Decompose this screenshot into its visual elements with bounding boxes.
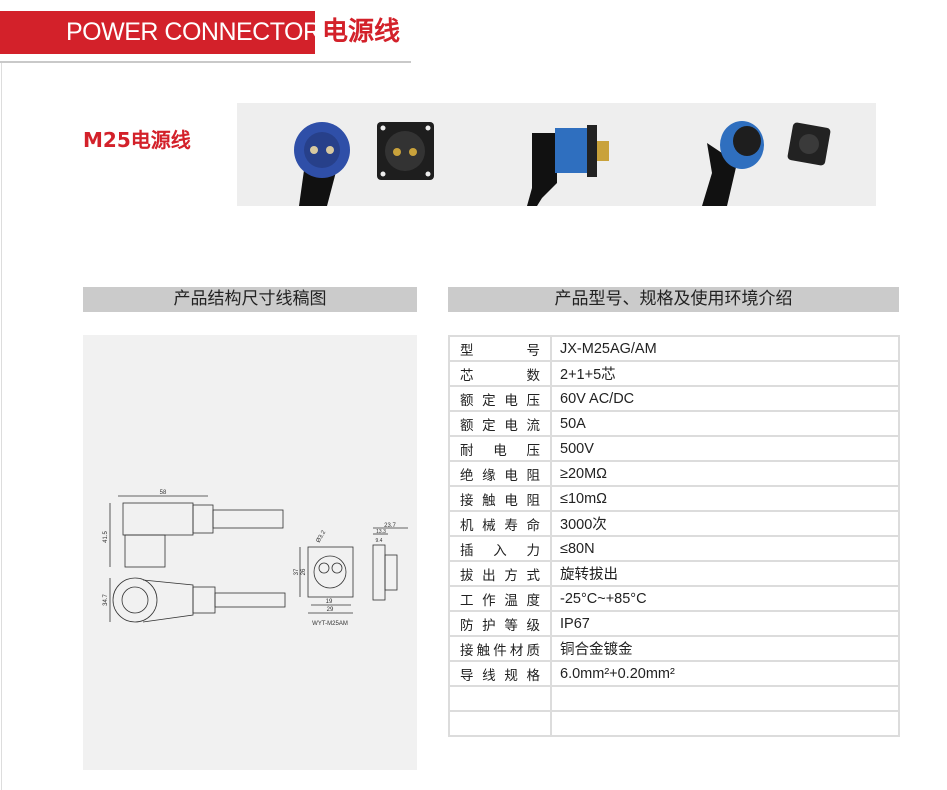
header-title-en: POWER CONNECTOR (66, 18, 321, 46)
dim-flange-inner: 26 (301, 568, 307, 575)
flange-view-drawing: 19 29 37 26 Ø3.2 WYT-M25AM (294, 529, 354, 627)
spec-label: 接触件材质 (448, 635, 552, 662)
spec-row: 接触电阻≤10mΩ (448, 485, 900, 512)
dim-hole-pitch: 19 (326, 599, 333, 605)
spec-value: 6.0mm²+0.20mm² (550, 660, 900, 687)
spec-label: 芯数 (448, 360, 552, 387)
dim-flange-h: 37 (294, 568, 300, 575)
drawing-caption: WYT-M25AM (312, 621, 348, 627)
spec-label: 额定电流 (448, 410, 552, 437)
front-view-drawing: 34.7 (103, 577, 286, 623)
empty-row (448, 685, 900, 712)
spec-value: 2+1+5芯 (550, 360, 900, 387)
spec-row: 拔出方式旋转拔出 (448, 560, 900, 587)
spec-row: 接触件材质铜合金镀金 (448, 635, 900, 662)
spec-label: 防护等级 (448, 610, 552, 637)
header-divider (0, 61, 411, 63)
spec-value: ≤10mΩ (550, 485, 900, 512)
spec-value: ≥20MΩ (550, 460, 900, 487)
spec-label: 型号 (448, 335, 552, 362)
dim-height: 41.5 (103, 531, 109, 543)
flange-side-drawing: 23.7 13.3 9.4 (372, 523, 408, 601)
dim-side-small: 9.4 (376, 538, 383, 544)
spec-row: 绝缘电阻≥20MΩ (448, 460, 900, 487)
dimension-drawing: 58 41.5 34.7 19 29 37 26 Ø (103, 490, 408, 627)
dim-cap-dia: 34.7 (103, 594, 109, 606)
spec-label: 额定电压 (448, 385, 552, 412)
spec-label: 插入力 (448, 535, 552, 562)
section-header-drawing: 产品结构尺寸线稿图 (83, 287, 417, 312)
spec-value: -25°C~+85°C (550, 585, 900, 612)
spec-row: 工作温度-25°C~+85°C (448, 585, 900, 612)
dim-hole-dia: Ø3.2 (316, 529, 328, 544)
dim-length: 58 (160, 490, 167, 496)
product-photos (237, 103, 876, 206)
connector-front-photo (294, 122, 350, 206)
socket-front-photo (377, 122, 434, 180)
connector-side-photo (527, 125, 609, 206)
header-title-cn: 电源线 (322, 17, 401, 47)
spec-value: 3000次 (550, 510, 900, 537)
spec-label: 耐电压 (448, 435, 552, 462)
spec-label: 拔出方式 (448, 560, 552, 587)
spec-value: JX-M25AG/AM (550, 335, 900, 362)
product-title: M25电源线 (83, 128, 191, 152)
empty-row (448, 710, 900, 737)
empty-cell (448, 710, 552, 737)
dim-side-total: 23.7 (384, 523, 396, 529)
dim-side-mid: 13.3 (376, 529, 386, 535)
empty-cell (550, 685, 900, 712)
spec-value: 旋转拔出 (550, 560, 900, 587)
spec-label: 绝缘电阻 (448, 460, 552, 487)
spec-row: 插入力≤80N (448, 535, 900, 562)
dim-flange-w: 29 (327, 607, 334, 613)
connector-photos-image (294, 121, 831, 206)
empty-cell (550, 710, 900, 737)
left-rule (1, 62, 2, 790)
spec-value: 50A (550, 410, 900, 437)
spec-label: 导线规格 (448, 660, 552, 687)
spec-value: ≤80N (550, 535, 900, 562)
spec-label: 工作温度 (448, 585, 552, 612)
spec-value: 铜合金镀金 (550, 635, 900, 662)
section-header-specs: 产品型号、规格及使用环境介绍 (448, 287, 899, 312)
connector-angled-photo (702, 121, 831, 206)
side-view-drawing: 58 41.5 (103, 490, 284, 568)
spec-value: 500V (550, 435, 900, 462)
empty-cell (448, 685, 552, 712)
spec-value: IP67 (550, 610, 900, 637)
dimension-drawing-panel: 58 41.5 34.7 19 29 37 26 Ø (83, 335, 417, 770)
spec-label: 机械寿命 (448, 510, 552, 537)
spec-value: 60V AC/DC (550, 385, 900, 412)
header-bar (0, 11, 315, 54)
spec-label: 接触电阻 (448, 485, 552, 512)
